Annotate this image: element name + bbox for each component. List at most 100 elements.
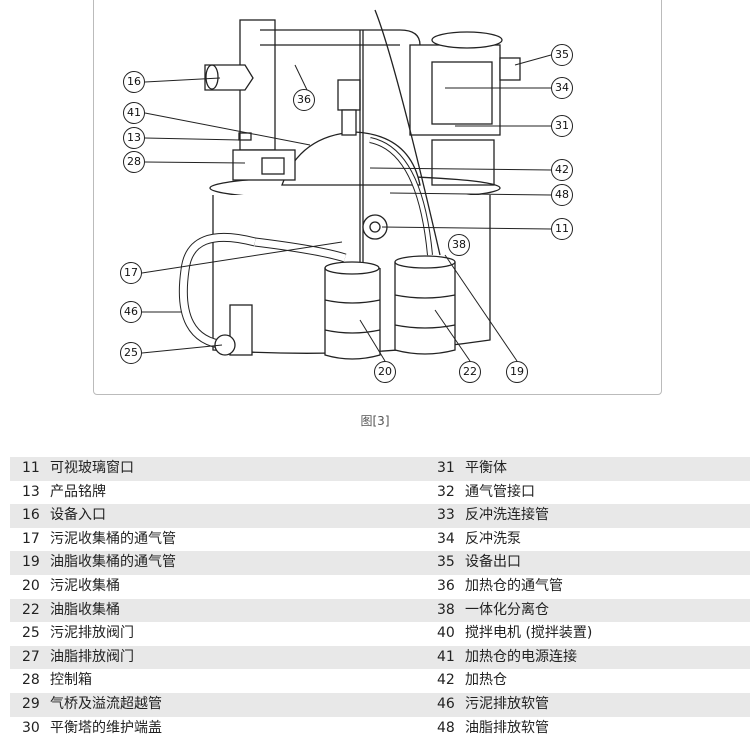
- callout-16: 16: [123, 71, 145, 93]
- part-name: 平衡体: [465, 460, 507, 476]
- part-entry: 32 通气管接口: [425, 481, 750, 505]
- part-name: 通气管接口: [465, 483, 535, 500]
- part-name: 设备入口: [50, 507, 106, 524]
- part-number: 41: [437, 648, 455, 665]
- part-name: 污泥收集桶: [50, 577, 120, 594]
- figure-frame: [93, 0, 662, 395]
- part-name: 控制箱: [50, 672, 92, 689]
- table-row: 16 设备入口 33 反冲洗连接管: [10, 504, 750, 528]
- callout-20: 20: [374, 361, 396, 383]
- part-name: 污泥排放软管: [465, 695, 549, 712]
- callout-46: 46: [120, 301, 142, 323]
- part-number: 16: [22, 507, 40, 524]
- part-number: 38: [437, 601, 455, 618]
- part-name: 反冲洗泵: [465, 530, 521, 547]
- part-name: 污泥收集桶的通气管: [50, 530, 176, 547]
- part-entry: 34 反冲洗泵: [425, 528, 750, 552]
- part-entry: 25 污泥排放阀门: [10, 622, 425, 646]
- part-number: 17: [22, 530, 40, 547]
- part-number: 48: [437, 719, 455, 736]
- part-number: 31: [437, 460, 455, 476]
- part-number: 30: [22, 719, 40, 736]
- part-name: 加热仓: [465, 672, 507, 689]
- part-entry: 48 油脂排放软管: [425, 717, 750, 741]
- part-entry: 38 一体化分离仓: [425, 599, 750, 623]
- table-row: 22 油脂收集桶 38 一体化分离仓: [10, 598, 750, 623]
- part-entry: 41 加热仓的电源连接: [425, 646, 750, 670]
- callout-35: 35: [551, 44, 573, 66]
- callout-38: 38: [448, 234, 470, 256]
- figure-caption: 图[3]: [360, 414, 390, 428]
- callout-25: 25: [120, 342, 142, 364]
- part-number: 34: [437, 530, 455, 547]
- part-name: 污泥排放阀门: [50, 625, 134, 642]
- part-number: 19: [22, 554, 40, 571]
- part-entry: 31 平衡体: [425, 457, 750, 481]
- callout-28: 28: [123, 151, 145, 173]
- part-number: 20: [22, 577, 40, 594]
- callout-19: 19: [506, 361, 528, 383]
- table-row: 17 污泥收集桶的通气管 34 反冲洗泵: [10, 528, 750, 552]
- part-number: 29: [22, 695, 40, 712]
- table-row: 27 油脂排放阀门 41 加热仓的电源连接: [10, 645, 750, 670]
- part-entry: 29 气桥及溢流超越管: [10, 693, 425, 717]
- part-entry: 20 污泥收集桶: [10, 575, 425, 599]
- callout-48: 48: [551, 184, 573, 206]
- part-entry: 16 设备入口: [10, 504, 425, 528]
- callout-36: 36: [293, 89, 315, 111]
- part-name: 产品铭牌: [50, 483, 106, 500]
- part-name: 气桥及溢流超越管: [50, 695, 162, 712]
- part-entry: 13 产品铭牌: [10, 481, 425, 505]
- part-number: 25: [22, 625, 40, 642]
- part-entry: 22 油脂收集桶: [10, 599, 425, 623]
- part-name: 油脂收集桶: [50, 601, 120, 618]
- part-entry: 40 搅拌电机 (搅拌装置): [425, 622, 750, 646]
- part-number: 35: [437, 554, 455, 571]
- part-number: 40: [437, 625, 455, 642]
- part-name: 油脂排放软管: [465, 719, 549, 736]
- part-name: 平衡塔的维护端盖: [50, 719, 162, 736]
- part-number: 32: [437, 483, 455, 500]
- part-entry: 33 反冲洗连接管: [425, 504, 750, 528]
- part-name: 一体化分离仓: [465, 601, 549, 618]
- callout-41: 41: [123, 102, 145, 124]
- part-name: 设备出口: [465, 554, 521, 571]
- part-entry: 19 油脂收集桶的通气管: [10, 551, 425, 575]
- part-number: 36: [437, 577, 455, 594]
- callout-11: 11: [551, 218, 573, 240]
- part-number: 46: [437, 695, 455, 712]
- part-number: 22: [22, 601, 40, 618]
- part-name: 油脂收集桶的通气管: [50, 554, 176, 571]
- part-entry: 35 设备出口: [425, 551, 750, 575]
- part-name: 搅拌电机 (搅拌装置): [465, 625, 593, 642]
- table-row: 30 平衡塔的维护端盖 48 油脂排放软管: [10, 717, 750, 741]
- part-number: 11: [22, 460, 40, 476]
- part-number: 42: [437, 672, 455, 689]
- part-name: 加热仓的通气管: [465, 577, 563, 594]
- callout-17: 17: [120, 262, 142, 284]
- part-number: 28: [22, 672, 40, 689]
- table-row: 19 油脂收集桶的通气管 35 设备出口: [10, 551, 750, 575]
- part-entry: 17 污泥收集桶的通气管: [10, 528, 425, 552]
- callout-13: 13: [123, 127, 145, 149]
- part-number: 13: [22, 483, 40, 500]
- table-row: 25 污泥排放阀门 40 搅拌电机 (搅拌装置): [10, 622, 750, 646]
- part-number: 27: [22, 648, 40, 665]
- callout-22: 22: [459, 361, 481, 383]
- part-entry: 30 平衡塔的维护端盖: [10, 717, 425, 741]
- part-name: 油脂排放阀门: [50, 648, 134, 665]
- separator-diagram: [141, 9, 552, 362]
- table-row: 20 污泥收集桶 36 加热仓的通气管: [10, 575, 750, 599]
- callout-42: 42: [551, 159, 573, 181]
- table-row: 28 控制箱 42 加热仓: [10, 669, 750, 693]
- part-entry: 46 污泥排放软管: [425, 693, 750, 717]
- callout-31: 31: [551, 115, 573, 137]
- part-name: 加热仓的电源连接: [465, 648, 577, 665]
- part-entry: 27 油脂排放阀门: [10, 646, 425, 670]
- part-name: 反冲洗连接管: [465, 507, 549, 524]
- part-number: 33: [437, 507, 455, 524]
- table-row: 13 产品铭牌 32 通气管接口: [10, 481, 750, 505]
